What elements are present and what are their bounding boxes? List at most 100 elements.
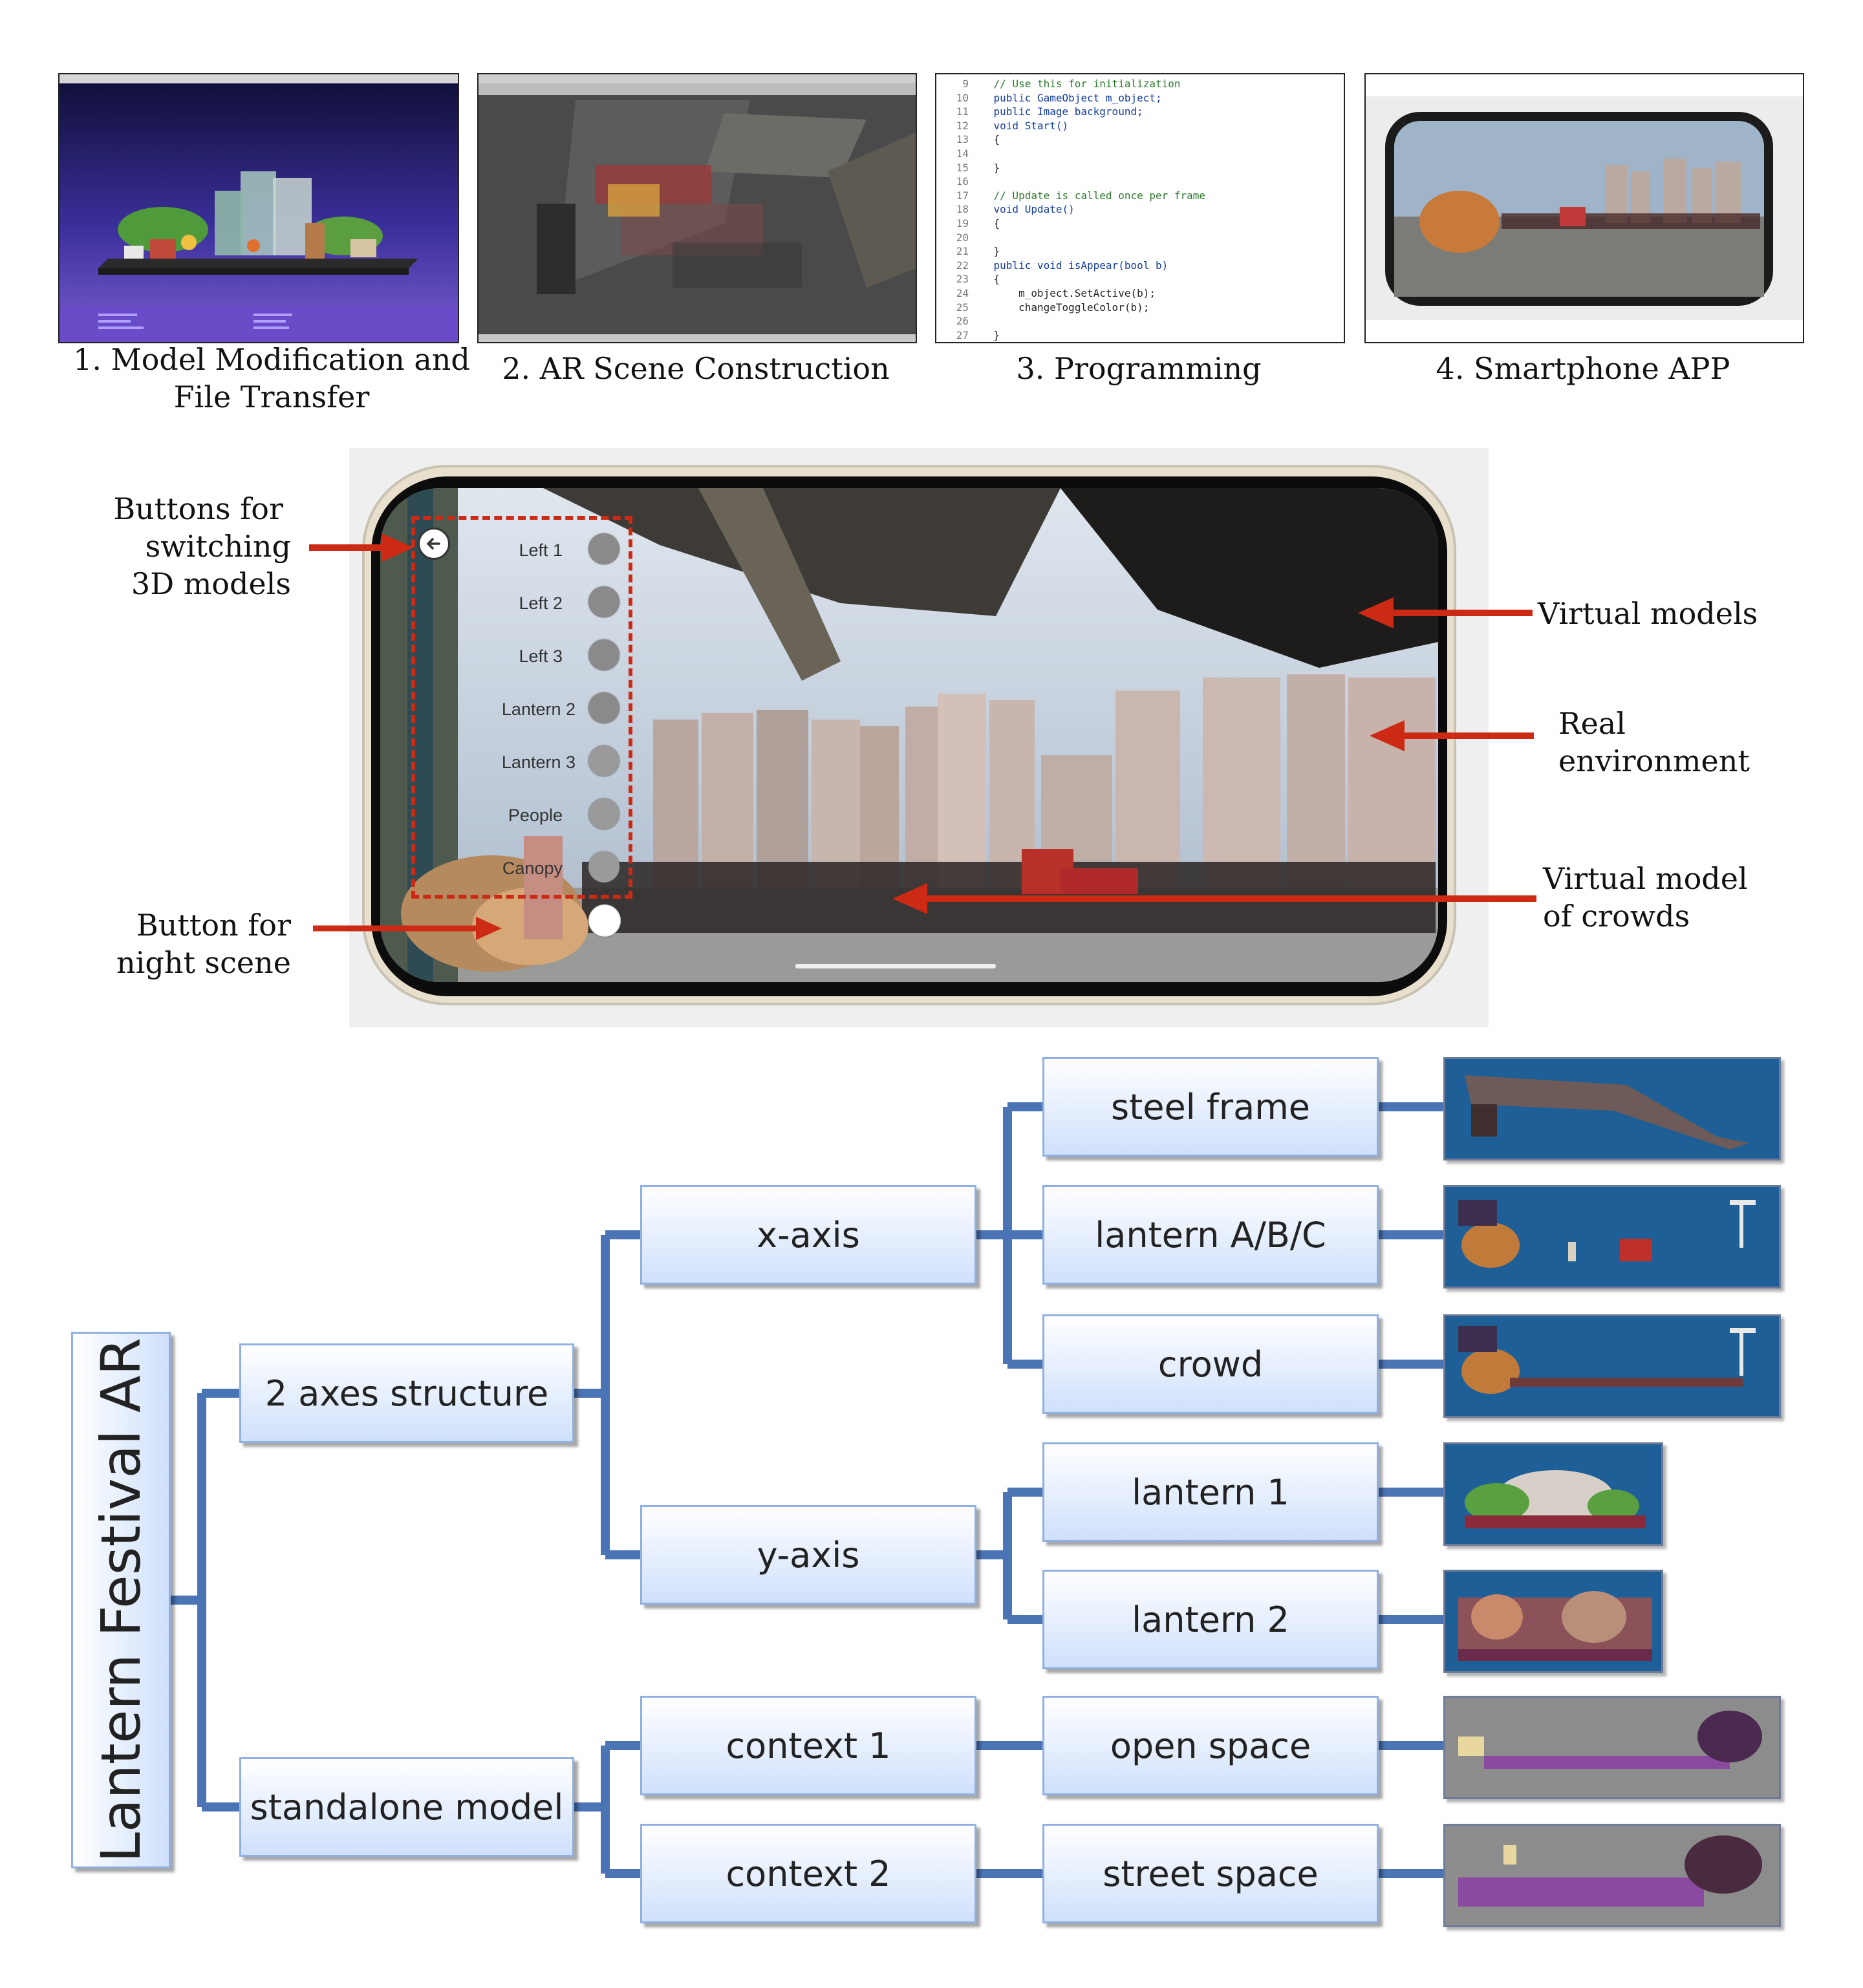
code-line: 11 public Image background; [936, 105, 1344, 119]
annotation-line: Buttons for [113, 491, 283, 526]
line-text: // Use this for initialization [969, 78, 1181, 90]
line-number: 18 [956, 203, 969, 216]
node-open-space: open space [1042, 1696, 1379, 1795]
crowd-model-image [1458, 1326, 1756, 1394]
node-street-space: street space [1042, 1824, 1379, 1923]
line-text: public GameObject m_object; [969, 91, 1162, 104]
line-number: 15 [956, 161, 969, 174]
node-context-1: context 1 [640, 1696, 976, 1795]
line-number: 20 [956, 231, 969, 244]
annotation-line: switching [145, 529, 291, 564]
toggle-lantern-3[interactable] [588, 745, 619, 776]
lantern-1-model-image [1465, 1470, 1646, 1528]
menu-item-canopy[interactable]: Canopy [502, 859, 563, 878]
back-arrow-icon[interactable] [418, 528, 450, 560]
node-standalone-model: standalone model [239, 1757, 574, 1857]
node-crowd: crowd [1042, 1314, 1379, 1414]
line-text: { [969, 217, 1000, 230]
unity-editor-image [479, 74, 916, 342]
node-lantern-abc: lantern A/B/C [1042, 1185, 1379, 1285]
annotation-button-night: Button for night scene [97, 906, 291, 981]
line-number: 23 [956, 273, 969, 286]
street-space-model-image [1458, 1835, 1762, 1907]
toggle-people[interactable] [588, 798, 619, 829]
annotation-line: Virtual model [1543, 861, 1748, 896]
code-line: 21 } [936, 244, 1344, 259]
code-line: 27 } [936, 328, 1344, 342]
lantern-2-model-image [1458, 1591, 1652, 1661]
step4-phone-screenshot [1364, 73, 1804, 343]
code-line: 25 changeToggleColor(b); [936, 301, 1344, 315]
code-line: 18 void Update() [936, 202, 1344, 217]
crowd-points [537, 165, 802, 294]
code-line: 14 [936, 147, 1344, 161]
tree-root-node: Lantern Festival AR [71, 1332, 171, 1868]
line-text: // Update is called once per frame [969, 189, 1206, 202]
line-number: 11 [956, 105, 969, 118]
line-number: 9 [962, 78, 969, 90]
annotation-buttons-switch: Buttons for switching 3D models [97, 490, 291, 603]
code-line: 20 [936, 231, 1344, 245]
thumb-lantern-abc [1443, 1185, 1781, 1288]
tree-root-label: Lantern Festival AR [89, 1338, 153, 1863]
line-number: 16 [956, 175, 969, 188]
line-number: 21 [956, 245, 969, 258]
toggle-canopy[interactable] [588, 851, 619, 882]
toggle-left-3[interactable] [588, 639, 619, 670]
node-lantern-2: lantern 2 [1042, 1570, 1379, 1669]
code-line: 15 } [936, 161, 1344, 175]
line-text: public Image background; [969, 105, 1143, 118]
line-text: { [969, 133, 1000, 146]
annotation-real-environment: Real environment [1558, 705, 1750, 780]
line-number: 26 [956, 315, 969, 328]
code-listing: 9 // Use this for initialization 10 publ… [936, 77, 1344, 342]
thumb-open-space [1443, 1696, 1781, 1799]
code-line: 19 { [936, 217, 1344, 231]
code-line: 22 public void isAppear(bool b) [936, 259, 1344, 273]
thumb-steel-frame [1443, 1057, 1781, 1160]
menu-item-left-3[interactable]: Left 3 [519, 647, 563, 666]
line-text: public void isAppear(bool b) [969, 259, 1168, 272]
thumb-lantern-2 [1443, 1570, 1663, 1673]
menu-item-left-1[interactable]: Left 1 [519, 540, 563, 560]
line-text: { [969, 273, 1000, 286]
menu-item-lantern-2[interactable]: Lantern 2 [501, 700, 576, 719]
line-number: 14 [956, 147, 969, 160]
code-line: 26 [936, 314, 1344, 328]
code-line: 13 { [936, 133, 1344, 147]
phone-panel: Left 1 Left 2 Left 3 Lantern 2 Lantern 3… [349, 448, 1489, 1027]
line-number: 10 [956, 91, 969, 104]
line-number: 25 [956, 301, 969, 314]
line-text: } [969, 328, 1000, 341]
step2-scene-screenshot [477, 73, 917, 343]
line-number: 13 [956, 133, 969, 146]
toggle-night-scene[interactable] [588, 904, 621, 937]
steel-frame-model-image [1465, 1075, 1749, 1149]
menu-item-left-2[interactable]: Left 2 [519, 593, 563, 613]
line-text: } [969, 161, 1000, 174]
node-y-axis: y-axis [640, 1505, 976, 1605]
toggle-left-1[interactable] [588, 533, 619, 564]
toggle-lantern-2[interactable] [588, 692, 619, 723]
line-text: changeToggleColor(b); [969, 301, 1150, 314]
node-2-axes-structure: 2 axes structure [239, 1343, 574, 1443]
annotation-virtual-models: Virtual models [1538, 596, 1758, 631]
annotation-line: Real [1558, 706, 1626, 741]
line-number: 22 [956, 259, 969, 272]
model-switch-dashed-box [411, 516, 632, 899]
line-number: 17 [956, 189, 969, 202]
line-text: void Update() [969, 203, 1075, 216]
annotation-virtual-crowds: Virtual model of crowds [1543, 860, 1748, 935]
node-x-axis: x-axis [640, 1185, 976, 1285]
step1-caption: 1. Model Modification and File Transfer [58, 341, 485, 416]
node-lantern-1: lantern 1 [1042, 1442, 1379, 1542]
annotation-line: of crowds [1543, 899, 1690, 934]
toggle-left-2[interactable] [588, 586, 619, 617]
step4-caption: 4. Smartphone APP [1436, 351, 1730, 386]
code-line: 16 [936, 175, 1344, 189]
menu-item-lantern-3[interactable]: Lantern 3 [501, 753, 576, 772]
thumb-lantern-1 [1443, 1442, 1663, 1546]
code-line: 24 m_object.SetActive(b); [936, 286, 1344, 301]
menu-item-people[interactable]: People [508, 806, 563, 825]
